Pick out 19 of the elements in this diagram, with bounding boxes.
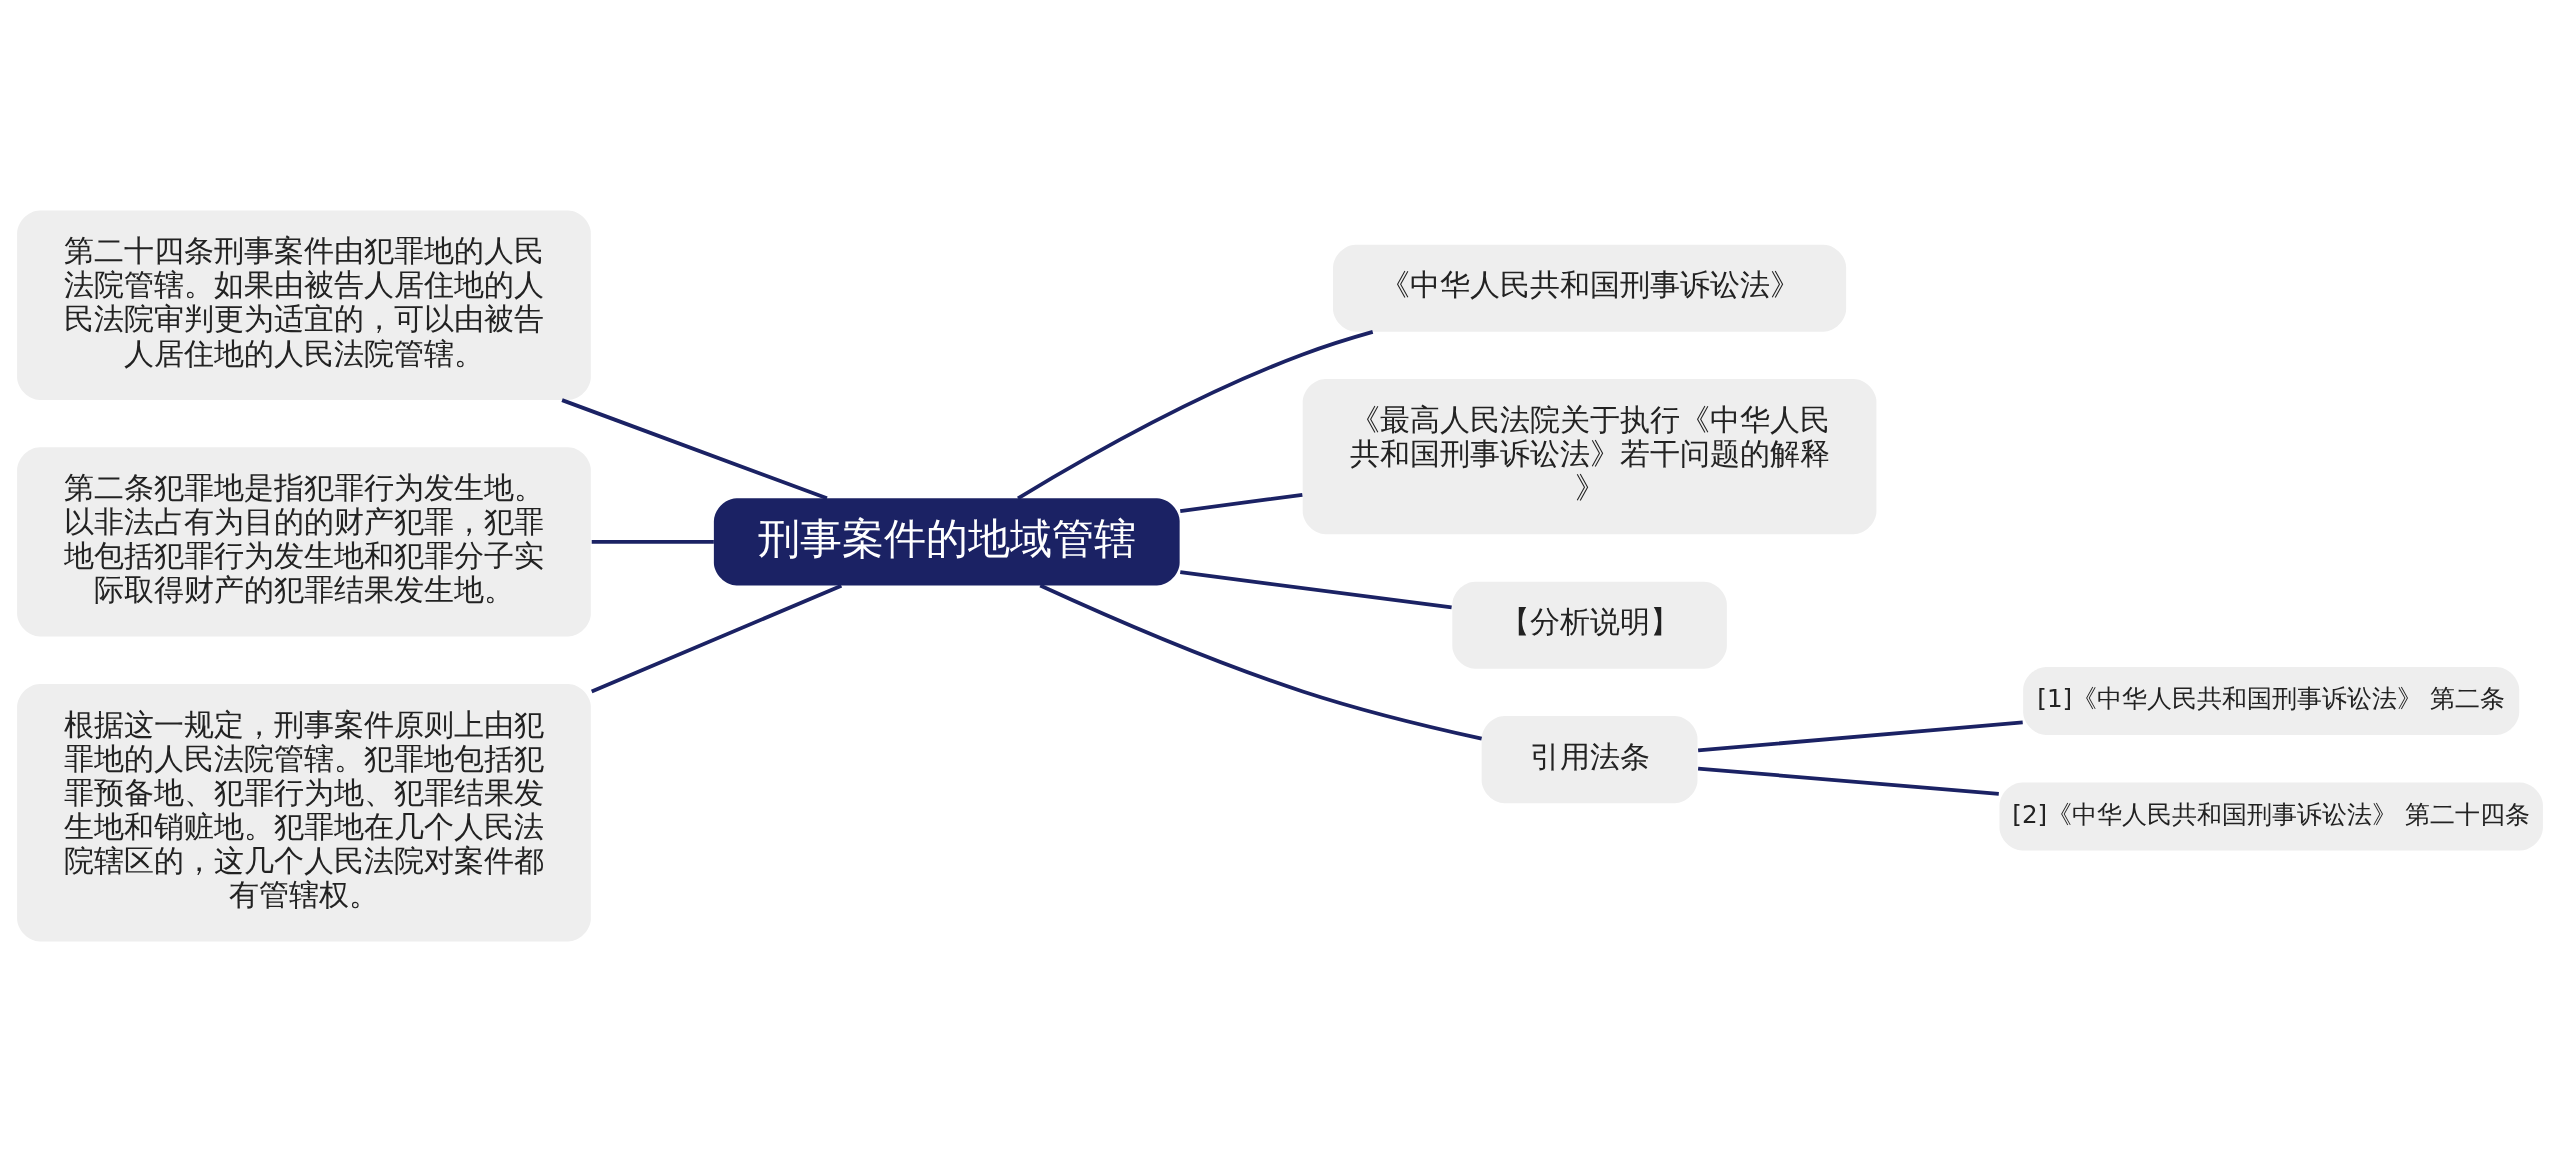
connector — [1180, 492, 1303, 513]
connector — [1039, 583, 1483, 741]
connector — [1697, 766, 1999, 796]
node-box: 引用法条 — [1481, 716, 1698, 804]
node-box: 第二条犯罪地是指犯罪行为发生地。以非法占有为目的的财产犯罪，犯罪地包括犯罪行为发生地和犯罪分子实际取得财产的犯罪结果发生地。 — [17, 447, 591, 637]
node-box: 刑事案件的地域管辖 — [713, 498, 1180, 586]
node-box: 《中华人民共和国刑事诉讼法》 — [1333, 244, 1847, 332]
node-box: 第二十四条刑事案件由犯罪地的人民法院管辖。如果由被告人居住地的人民法院审判更为适宜的，可以由被告人居住地的人民法院管辖。 — [17, 210, 591, 400]
connector — [561, 398, 828, 501]
node-box: [2]《中华人民共和国刑事诉讼法》 第二十四条 — [1999, 782, 2543, 851]
connector — [1697, 720, 2023, 753]
connector — [1180, 570, 1452, 610]
connector — [590, 584, 843, 694]
node-box: 【分析说明】 — [1452, 581, 1727, 669]
node-box: 《最高人民法院关于执行《中华人民共和国刑事诉讼法》若干问题的解释》 — [1302, 379, 1877, 535]
connector — [1017, 330, 1374, 500]
node-box: 根据这一规定，刑事案件原则上由犯罪地的人民法院管辖。犯罪地包括犯罪预备地、犯罪行为地、犯罪结果发生地和销赃地。犯罪地在几个人民法院辖区的，这几个人民法院对案件都有管辖权。 — [17, 683, 591, 942]
connector — [591, 540, 714, 544]
node-box: [1]《中华人民共和国刑事诉讼法》 第二条 — [2023, 666, 2520, 736]
